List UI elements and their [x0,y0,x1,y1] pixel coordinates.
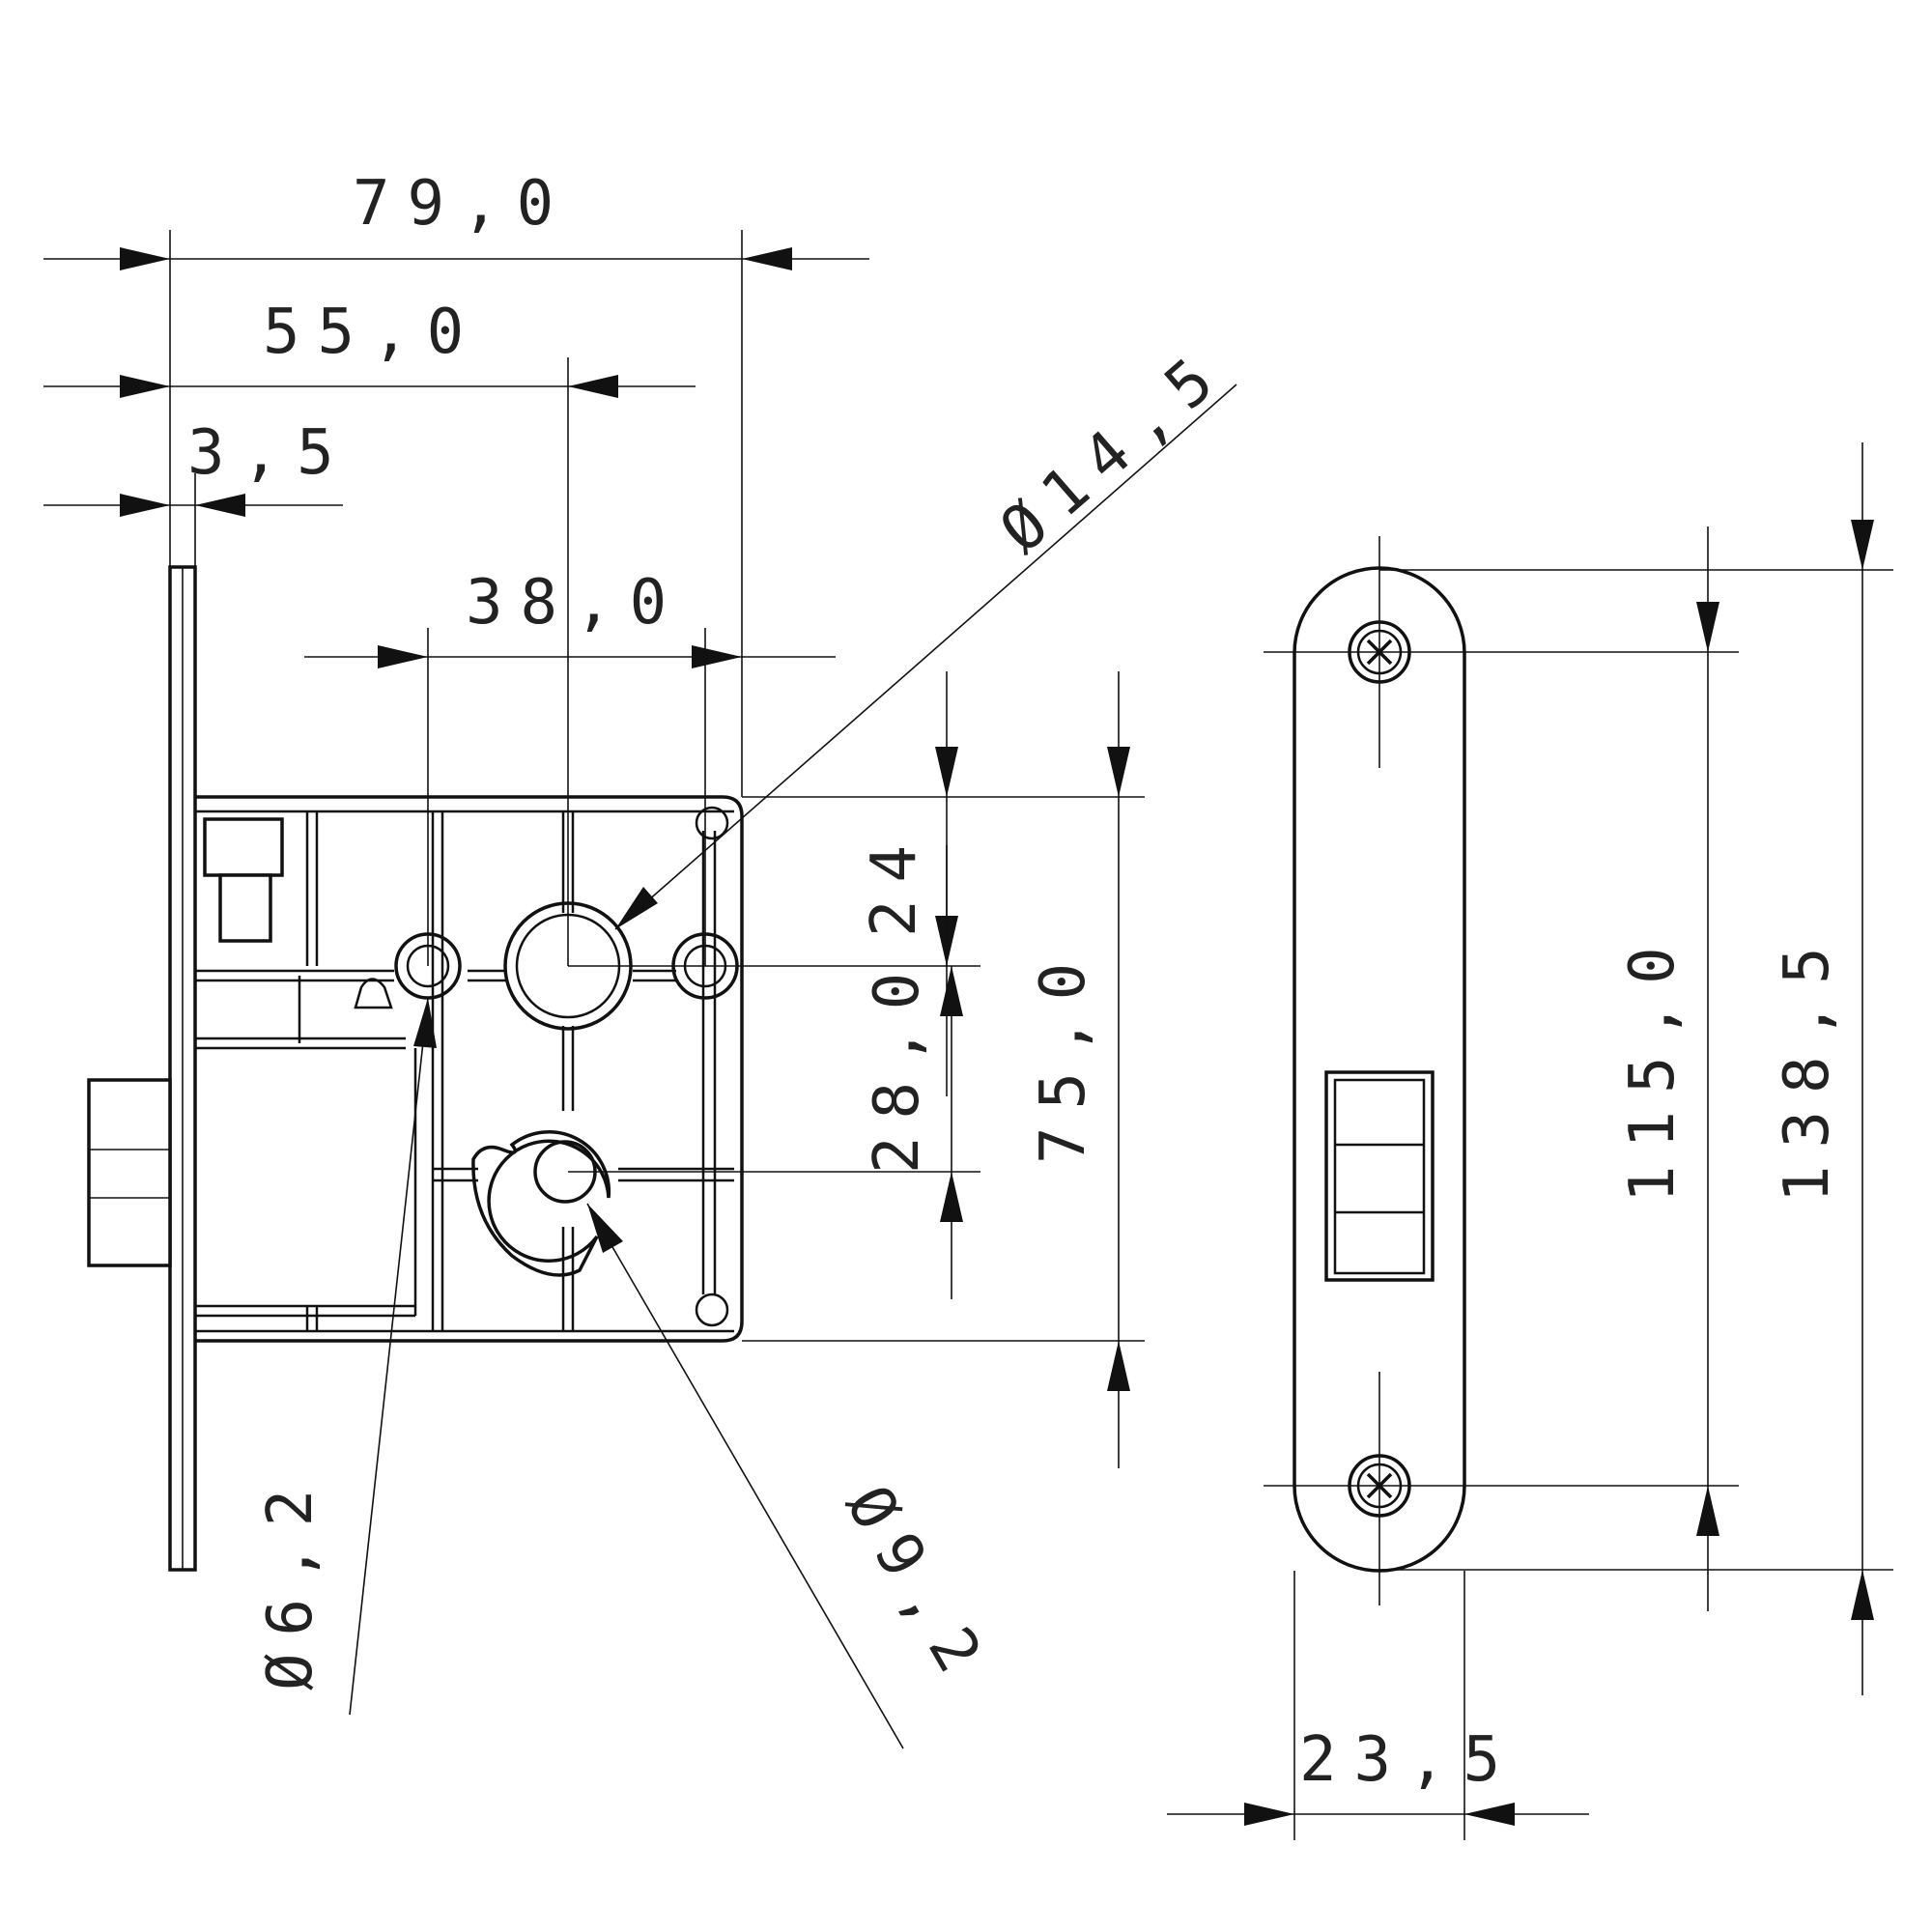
strike-latch-opening [1324,1070,1435,1282]
dim-3-5-label: 3,5 [187,417,352,489]
dim-75: 75,0 [742,671,1145,1468]
dim-24-label: 24 [859,828,930,937]
dim-dia-14-5-label: Ø14,5 [987,334,1240,567]
dim-75-label: 75,0 [1028,946,1099,1164]
dim-23-5-label: 23,5 [1299,1724,1518,1796]
center-lines [567,357,980,1173]
dim-3-5: 3,5 [43,417,352,567]
latch-mechanism [203,817,284,877]
lock-body-side-view [87,565,744,1572]
dim-115-label: 115,0 [1617,929,1689,1203]
latch-bolt [87,1078,172,1267]
dim-79-label: 79,0 [353,168,571,240]
dim-38-label: 38,0 [466,567,684,639]
dim-dia-9-2-label: Ø9,2 [832,1474,1003,1699]
dim-55: 55,0 [43,297,696,398]
dim-138-5-label: 138,5 [1772,929,1843,1203]
dim-23-5: 23,5 [1167,1571,1589,1840]
dim-dia-6-2-label: Ø6,2 [255,1472,327,1690]
lock-case [195,795,744,1343]
dim-dia-9-2: Ø9,2 [586,1203,1003,1749]
dim-38: 38,0 [304,567,836,966]
dim-115: 115,0 [1264,526,1739,1611]
case-ribs [195,811,734,1331]
cylinder-hole [471,1130,611,1277]
dim-28: 28,0 [862,955,963,1299]
dim-79: 79,0 [43,168,869,797]
dim-24: 24 [742,671,1145,1096]
strike-plate-front-view [1293,536,1466,1605]
dim-55-label: 55,0 [263,297,481,368]
dim-138-5: 138,5 [1379,442,1893,1695]
corner-pin-bottom [695,1293,729,1327]
guide-clip [354,978,393,1009]
dim-28-label: 28,0 [862,955,933,1174]
corner-pin-top [695,806,729,840]
dim-dia-6-2: Ø6,2 [255,997,437,1716]
